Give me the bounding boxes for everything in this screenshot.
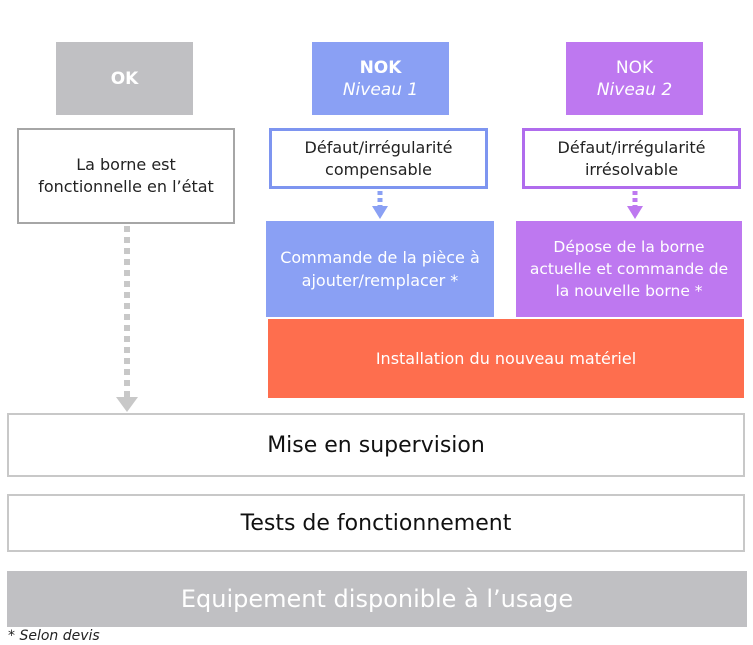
arrow-ok-to-supervision [116, 226, 138, 412]
header-nok1-title: NOK [359, 57, 402, 78]
nok1-action-box: Commande de la pièce à ajouter/remplacer… [266, 221, 494, 317]
nok2-defect-text: Défaut/irrégularité irrésolvable [557, 137, 706, 179]
header-nok-level1: NOK Niveau 1 [312, 42, 449, 115]
nok2-action-box: Dépose de la borne actuelle et commande … [516, 221, 742, 317]
install-box: Installation du nouveau matériel [268, 319, 744, 398]
nok2-action-text: Dépose de la borne actuelle et commande … [529, 238, 729, 300]
tests-text: Tests de fonctionnement [240, 510, 512, 536]
header-ok-title: OK [110, 68, 139, 89]
header-ok: OK [56, 42, 193, 115]
ok-state-card: La borne est fonctionnelle en l’état [17, 128, 235, 224]
available-step: Equipement disponible à l’usage [7, 571, 747, 627]
header-nok2-title: NOK [615, 57, 654, 78]
tests-step: Tests de fonctionnement [7, 494, 745, 552]
nok1-action-text: Commande de la pièce à ajouter/remplacer… [280, 248, 480, 290]
nok1-defect-text: Défaut/irrégularité compensable [304, 137, 453, 179]
header-nok-level2: NOK Niveau 2 [566, 42, 703, 115]
nok1-defect-card: Défaut/irrégularité compensable [269, 128, 488, 189]
supervision-step: Mise en supervision [7, 413, 745, 477]
supervision-text: Mise en supervision [267, 432, 485, 458]
nok2-defect-card: Défaut/irrégularité irrésolvable [522, 128, 741, 189]
install-text: Installation du nouveau matériel [375, 349, 637, 368]
ok-state-text: La borne est fonctionnelle en l’état [38, 155, 214, 196]
header-nok1-subtitle: Niveau 1 [342, 79, 419, 100]
available-text: Equipement disponible à l’usage [180, 585, 574, 613]
header-nok2-subtitle: Niveau 2 [596, 79, 673, 100]
arrow-nok1-defect-to-action [372, 191, 388, 219]
arrow-nok2-defect-to-action [627, 191, 643, 219]
footnote: * Selon devis [8, 628, 100, 644]
